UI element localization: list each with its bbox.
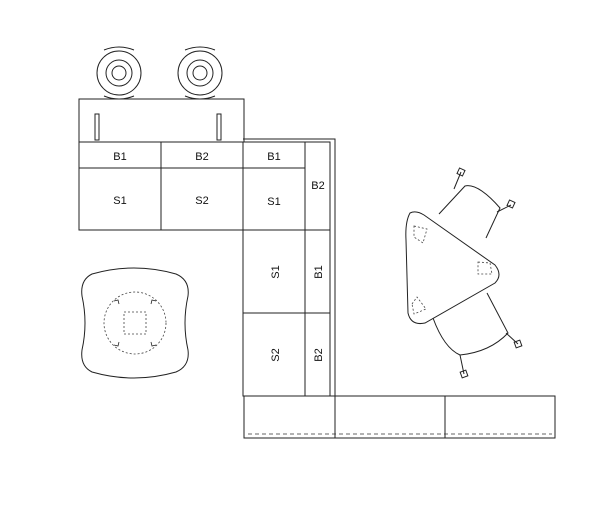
backrest-label-b2: B2: [195, 151, 208, 163]
sofa-module-top-middle: B2 S2: [160, 141, 244, 231]
seat-label-s2: S2: [195, 195, 208, 207]
side-table: [81, 267, 189, 379]
chair-lower: [432, 292, 523, 379]
triangle-table: [405, 211, 500, 324]
sofa-module-vertical-upper: S1 B1: [242, 229, 331, 314]
seat-label-s1: S1: [267, 196, 280, 208]
seat-label-s2: S2: [270, 348, 282, 361]
floor-lamp-right: [177, 46, 223, 100]
seat-label-s1: S1: [270, 265, 282, 278]
floor-lamp-left: [96, 46, 142, 100]
sofa-module-vertical-lower: S2 B2: [242, 312, 331, 397]
backrest-label-b2: B2: [313, 348, 325, 361]
backrest-label-b2: B2: [311, 180, 324, 192]
low-bench: [243, 395, 556, 439]
seat-label-s1: S1: [113, 195, 126, 207]
backrest-label-b1: B1: [267, 151, 280, 163]
chair-upper: [438, 167, 516, 239]
sideboard: [78, 98, 245, 143]
backrest-label-b1: B1: [313, 265, 325, 278]
backrest-label-b1: B1: [113, 151, 126, 163]
sofa-module-top-left: B1 S1: [78, 141, 162, 231]
